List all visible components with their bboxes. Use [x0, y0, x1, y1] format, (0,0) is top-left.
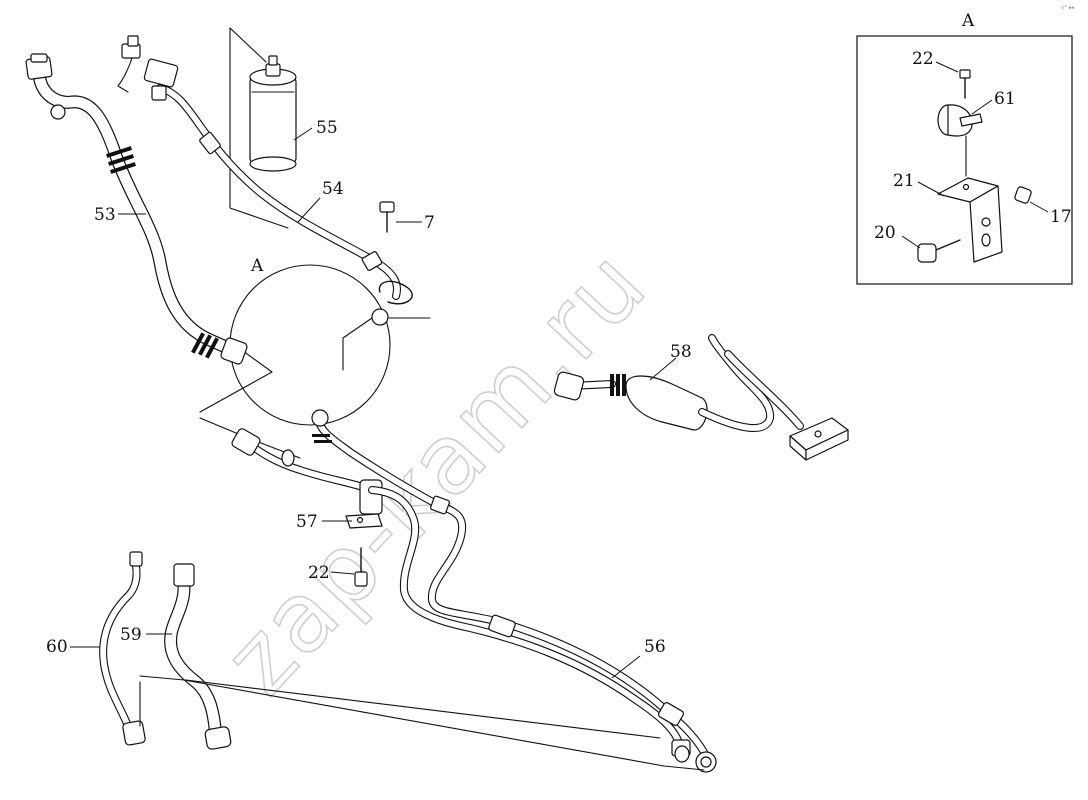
- pipe-54: [117, 35, 413, 326]
- callout-58: 58: [670, 342, 692, 362]
- callout-leaders: [70, 127, 641, 679]
- callout-labels: 53 54 55 7 58 57 22 56 60 59: [46, 118, 692, 657]
- hose-60: [99, 551, 146, 746]
- callout-54: 54: [322, 179, 344, 199]
- bolt-22-main: [354, 547, 368, 587]
- inset-callout-17: 17: [1050, 207, 1072, 227]
- inset-title: A: [961, 11, 975, 31]
- callout-60: 60: [46, 637, 68, 657]
- inset-callout-22: 22: [912, 49, 934, 69]
- callout-53: 53: [94, 205, 116, 225]
- muffler-pipe-58: [553, 334, 849, 461]
- hose-53: [25, 53, 248, 365]
- detail-marker-a: A: [250, 256, 264, 276]
- callout-7: 7: [424, 213, 435, 233]
- inset-callout-20: 20: [874, 223, 896, 243]
- callout-55: 55: [316, 118, 338, 138]
- inset-callout-61: 61: [994, 89, 1016, 109]
- bolt-7: [379, 201, 395, 233]
- sheet-code: г" ее: [1062, 5, 1074, 11]
- inset-view-a: A 22 61 21 17 20: [856, 11, 1073, 285]
- callout-56: 56: [644, 637, 666, 657]
- callout-59: 59: [120, 625, 142, 645]
- pipe-lower-connectors: [231, 409, 444, 510]
- receiver-drier-55: [229, 27, 297, 229]
- pipe-56: [368, 486, 717, 773]
- hose-59: [164, 563, 232, 750]
- watermark: zap-kam.ru: [203, 228, 668, 715]
- inset-callout-21: 21: [893, 171, 915, 191]
- leader-58: [649, 357, 677, 381]
- callout-57: 57: [296, 512, 318, 532]
- callout-22: 22: [308, 563, 330, 583]
